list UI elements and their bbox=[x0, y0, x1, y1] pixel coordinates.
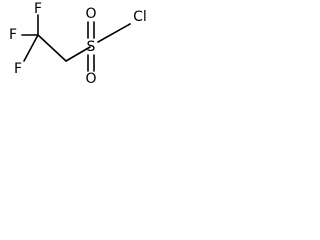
bond-c2-s bbox=[65, 46, 91, 62]
atom-o-top: O bbox=[85, 6, 96, 22]
bonds bbox=[21, 14, 131, 72]
bond-c1-c2 bbox=[37, 34, 67, 62]
atom-chlorine: Cl bbox=[133, 9, 147, 25]
atom-sulfur: S bbox=[87, 39, 96, 55]
atom-f-left: F bbox=[9, 27, 17, 43]
atom-labels: F F F O S O Cl bbox=[9, 1, 147, 87]
bond-s-cl bbox=[97, 23, 131, 43]
atom-o-bottom: O bbox=[85, 71, 96, 87]
atom-f-top: F bbox=[34, 1, 42, 17]
bond-c1-f-bottom bbox=[23, 34, 39, 62]
molecule-structure: F F F O S O Cl bbox=[9, 1, 147, 87]
atom-f-bottom: F bbox=[14, 61, 22, 77]
